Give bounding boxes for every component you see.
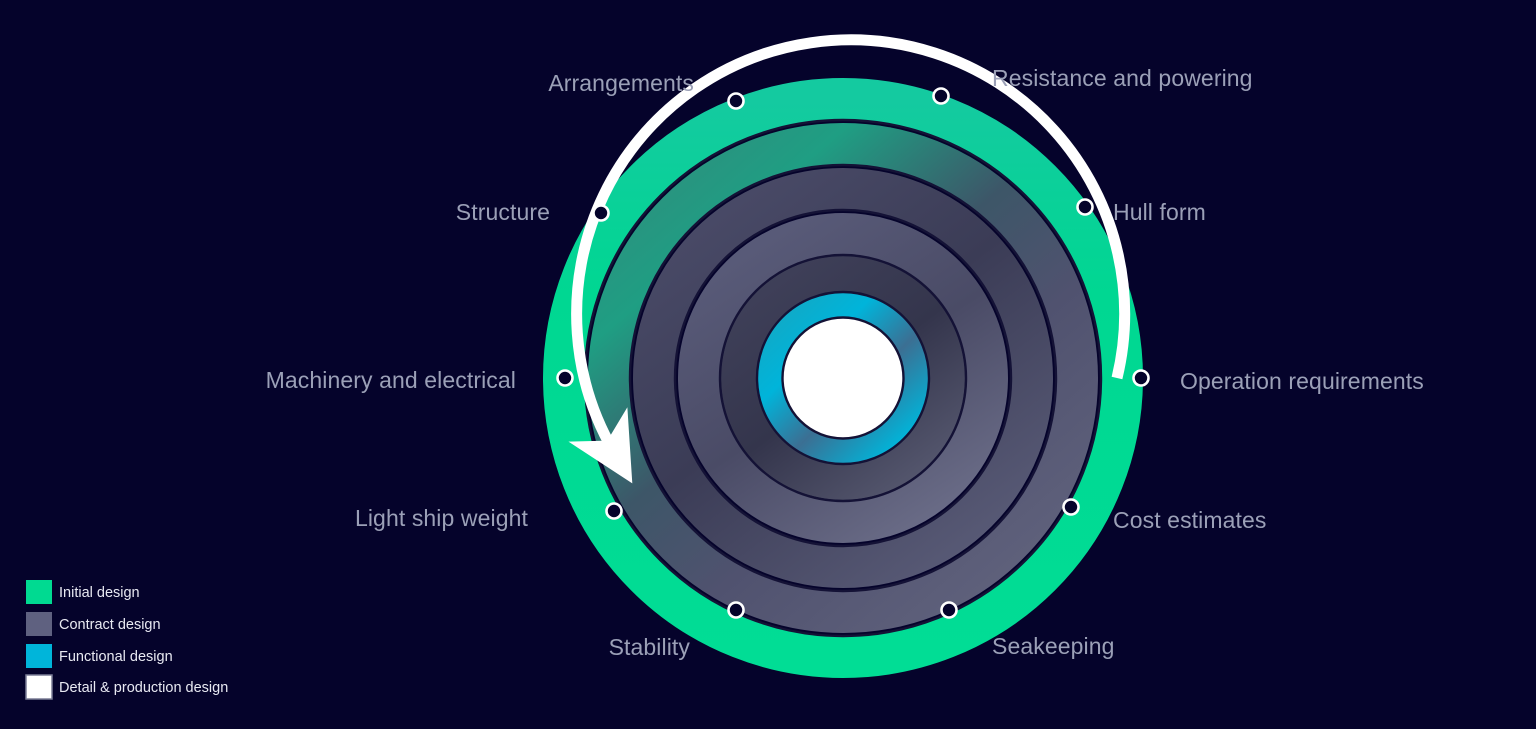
legend-label-functional-design: Functional design (59, 649, 173, 665)
node-marker-seakeeping[interactable] (940, 601, 958, 619)
node-marker-arrangements[interactable] (727, 92, 745, 110)
node-label-arrangements: Arrangements (548, 70, 694, 96)
node-markers (556, 87, 1150, 619)
node-label-seakeeping: Seakeeping (992, 633, 1115, 659)
design-stage-legend: Initial design Contract design Functiona… (25, 580, 228, 700)
node-marker-structure[interactable] (592, 204, 610, 222)
node-marker-operation-requirements[interactable] (1132, 369, 1150, 387)
legend-label-detail-production-design: Detail & production design (59, 680, 228, 696)
ring-functional-design (757, 292, 929, 464)
node-marker-light-ship-weight[interactable] (605, 502, 623, 520)
ring-contract-design-outer (588, 123, 1098, 633)
node-marker-machinery-and-electrical[interactable] (556, 369, 574, 387)
legend-swatch-initial-design (26, 580, 52, 604)
core-detail-production-design (783, 318, 903, 438)
legend-swatch-contract-design (26, 612, 52, 636)
node-marker-stability[interactable] (727, 601, 745, 619)
legend-swatch-detail-production-design (25, 674, 53, 700)
node-label-stability: Stability (609, 634, 691, 660)
node-labels: Operation requirements Resistance and po… (266, 65, 1424, 660)
node-marker-hull-form[interactable] (1076, 198, 1094, 216)
node-label-resistance-and-powering: Resistance and powering (992, 65, 1253, 91)
ring-contract-design-mid (633, 168, 1053, 588)
legend-label-contract-design: Contract design (59, 617, 161, 633)
ring-contract-design-inner (678, 213, 1008, 543)
node-label-light-ship-weight: Light ship weight (355, 505, 529, 531)
ring-contract-design-core (721, 256, 965, 500)
design-spiral-arrow (568, 34, 1131, 484)
node-label-cost-estimates: Cost estimates (1113, 507, 1267, 533)
ring-stack (543, 78, 1143, 678)
node-marker-resistance-and-powering[interactable] (932, 87, 950, 105)
node-label-operation-requirements: Operation requirements (1180, 368, 1424, 394)
node-label-structure: Structure (456, 199, 550, 225)
node-label-hull-form: Hull form (1113, 199, 1206, 225)
legend-label-initial-design: Initial design (59, 585, 140, 601)
node-label-machinery-and-electrical: Machinery and electrical (266, 367, 516, 393)
node-marker-cost-estimates[interactable] (1062, 498, 1080, 516)
legend-swatch-functional-design (26, 644, 52, 668)
